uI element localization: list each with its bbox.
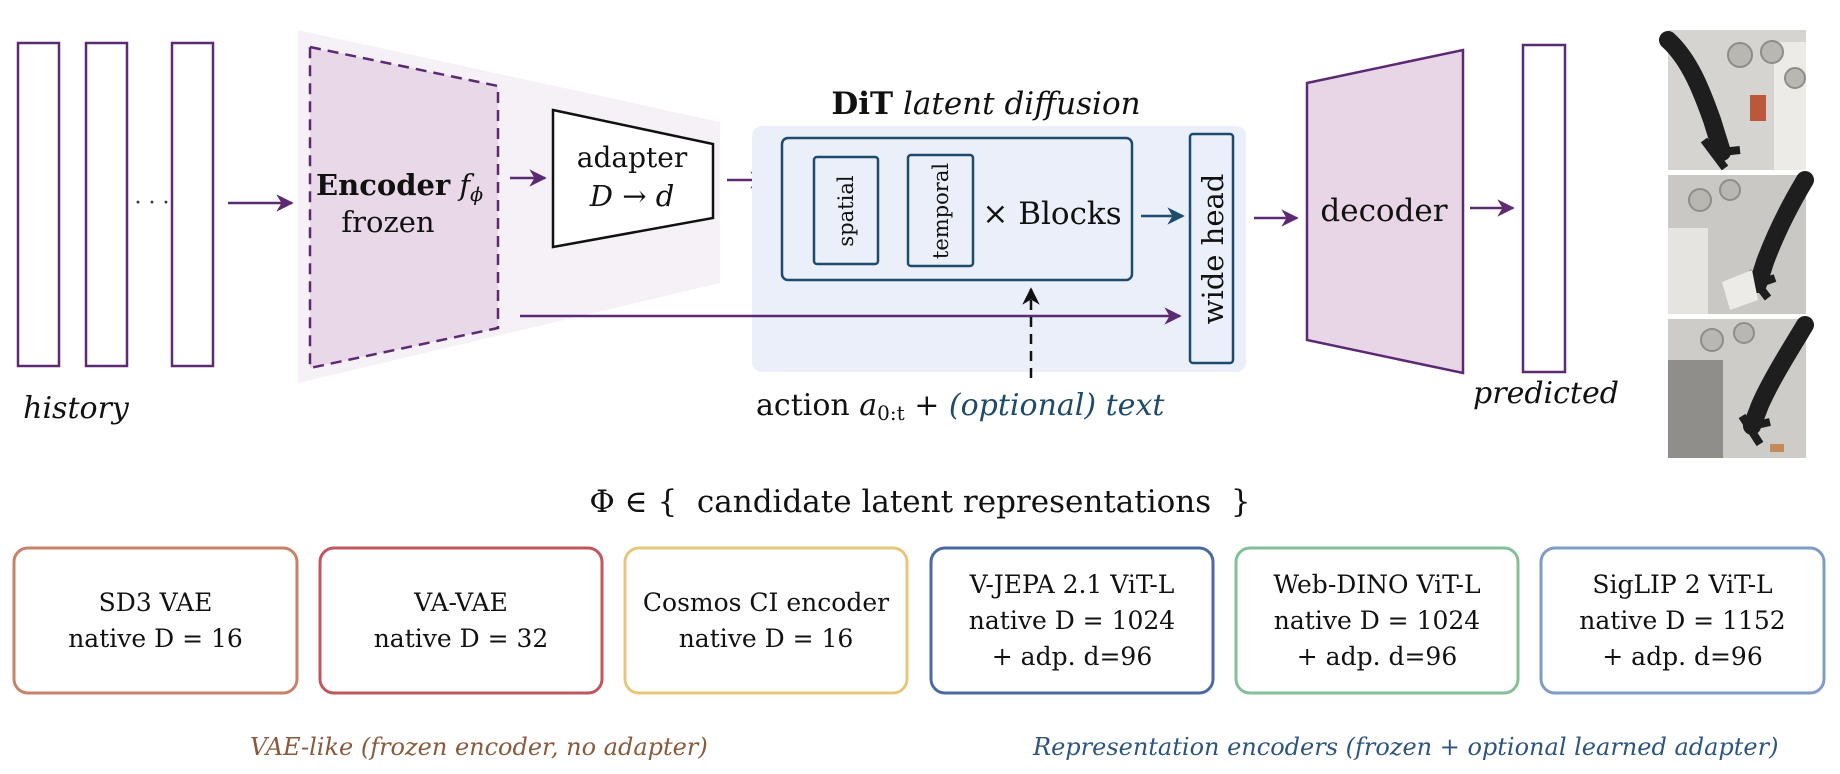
candidate-name: Cosmos CI encoder — [642, 587, 890, 617]
candidate-name: Web-DINO ViT-L — [1273, 569, 1481, 599]
action-label: action a0:t + (optional) text — [756, 388, 1165, 425]
candidate-siglip: SigLIP 2 ViT-L native D = 1152 + adp. d=… — [1541, 548, 1824, 693]
decoder-trapezoid — [1305, 48, 1465, 375]
candidate-native-dim: native D = 1024 — [1273, 605, 1481, 635]
group-label-representation: Representation encoders (frozen + option… — [1033, 733, 1779, 761]
wide-head-label: wide head — [1196, 174, 1230, 325]
spatial-label: spatial — [834, 175, 858, 246]
candidate-webdino: Web-DINO ViT-L native D = 1024 + adp. d=… — [1236, 548, 1518, 693]
candidate-adapter-dim: + adp. d=96 — [1296, 641, 1458, 671]
candidate-vjepa: V-JEPA 2.1 ViT-L native D = 1024 + adp. … — [931, 548, 1213, 693]
candidate-box-vjepa — [929, 546, 1215, 695]
adapter-mapping: D → d — [589, 179, 675, 213]
candidate-name: VA-VAE — [414, 587, 508, 617]
encoder-label: Encoder fϕ — [316, 168, 483, 206]
encoder-trapezoid — [308, 45, 500, 370]
candidate-native-dim: native D = 1152 — [1579, 605, 1786, 635]
candidate-native-dim: native D = 32 — [373, 623, 549, 653]
robot-frame-2 — [1668, 171, 1814, 314]
candidate-native-dim: native D = 16 — [68, 623, 243, 653]
group-label-vae-like: VAE-like (frozen encoder, no adapter) — [250, 733, 708, 761]
candidate-adapter-dim: + adp. d=96 — [991, 641, 1153, 671]
candidate-name: SD3 VAE — [98, 587, 213, 617]
candidate-box-sd3-vae — [12, 546, 299, 695]
candidate-name: V-JEPA 2.1 ViT-L — [969, 569, 1175, 599]
blocks-label: × Blocks — [982, 196, 1121, 232]
candidate-sd3-vae: SD3 VAE native D = 16 — [14, 548, 297, 693]
history-frame-2 — [84, 41, 129, 368]
temporal-label: temporal — [929, 163, 953, 259]
candidate-box-va-vae — [318, 546, 604, 695]
predicted-frame — [1521, 43, 1567, 374]
robot-frame-3 — [1668, 316, 1814, 458]
candidate-name: SigLIP 2 ViT-L — [1592, 569, 1773, 599]
encoder-frozen-label: frozen — [341, 205, 434, 239]
history-ellipsis: · · · — [135, 191, 170, 216]
predicted-label: predicted — [1473, 376, 1619, 411]
dit-title: DiT latent diffusion — [831, 86, 1140, 122]
robot-frame-1 — [1659, 30, 1806, 171]
history-label: history — [23, 391, 130, 426]
candidate-box-cosmos — [623, 546, 909, 695]
candidate-box-webdino — [1234, 546, 1520, 695]
candidates-heading: Φ ∈ { candidate latent representations } — [589, 484, 1250, 520]
candidate-cosmos: Cosmos CI encoder native D = 16 — [625, 548, 907, 693]
candidate-va-vae: VA-VAE native D = 32 — [320, 548, 602, 693]
spatial-block — [812, 155, 880, 266]
candidate-box-siglip — [1539, 546, 1826, 695]
wide-head-box — [1188, 132, 1235, 365]
candidate-native-dim: native D = 1024 — [968, 605, 1176, 635]
history-frame-1 — [16, 41, 61, 368]
adapter-label: adapter — [577, 141, 688, 174]
temporal-block — [906, 153, 975, 268]
candidate-adapter-dim: + adp. d=96 — [1602, 641, 1763, 671]
history-frame-3 — [170, 41, 215, 368]
decoder-label: decoder — [1320, 193, 1447, 229]
candidate-native-dim: native D = 16 — [678, 623, 854, 653]
adapter-trapezoid — [551, 108, 715, 249]
